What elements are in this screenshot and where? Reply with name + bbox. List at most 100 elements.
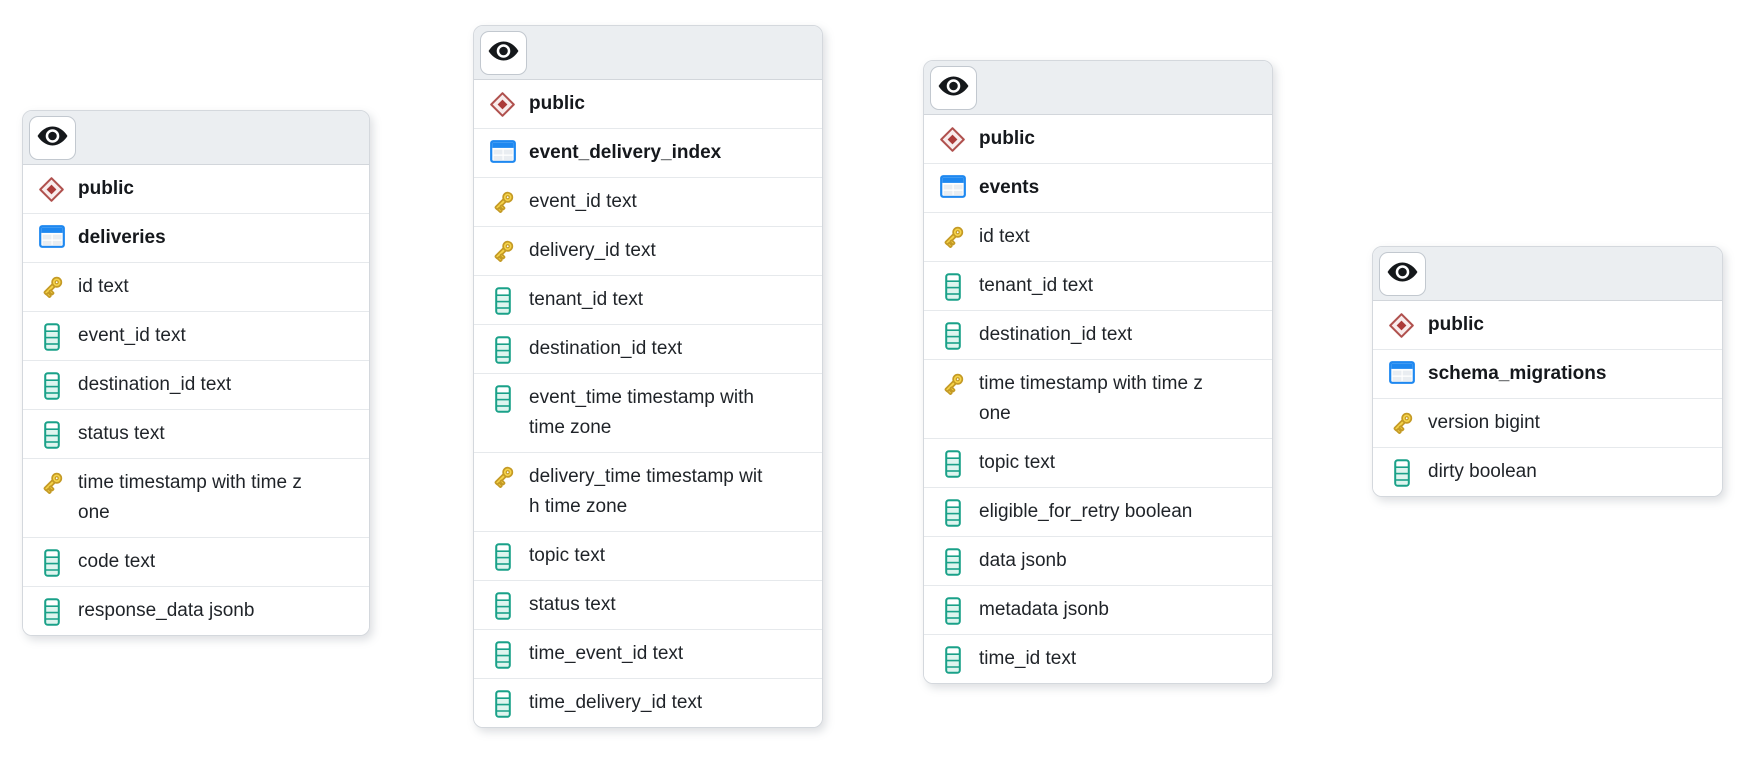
column-label: event_id text (529, 191, 637, 212)
column-row: response_data jsonb (23, 586, 369, 635)
table-name-row: event_delivery_index (474, 128, 822, 177)
column-row: destination_id text (924, 310, 1272, 359)
column-label: event_id text (78, 325, 186, 346)
column-icon (489, 641, 516, 669)
table-node-deliveries[interactable]: public deliveries (22, 110, 370, 636)
table-node-events[interactable]: public events (923, 60, 1273, 684)
column-icon (489, 336, 516, 364)
column-icon (489, 543, 516, 571)
eye-icon (937, 74, 970, 101)
column-row: delivery_time timestamp with time zone (474, 452, 822, 531)
toggle-visibility-button[interactable] (930, 65, 977, 110)
schema-diamond-icon (939, 126, 966, 153)
table-name-row: deliveries (23, 213, 369, 262)
column-label: topic text (529, 545, 606, 566)
primary-key-icon (939, 371, 966, 397)
column-row: destination_id text (474, 324, 822, 373)
table-node-schema_migrations[interactable]: public schema_migrations (1372, 246, 1723, 497)
column-icon (38, 421, 65, 449)
column-row: time timestamp with time zone (924, 359, 1272, 438)
schema-diamond-icon (489, 91, 516, 118)
column-row: id text (23, 262, 369, 311)
column-icon (939, 548, 966, 576)
column-row: event_id text (474, 177, 822, 226)
table-grid-icon (38, 225, 65, 248)
column-icon (939, 273, 966, 301)
table-node-header (474, 26, 822, 80)
column-icon (939, 450, 966, 478)
column-label: destination_id text (78, 374, 232, 395)
column-label: time timestamp with time zone (979, 373, 1203, 424)
column-label: time_id text (979, 648, 1077, 669)
column-icon (489, 690, 516, 718)
column-label: destination_id text (529, 338, 683, 359)
table-grid-icon (1388, 361, 1415, 384)
column-row: topic text (924, 438, 1272, 487)
column-icon (1388, 459, 1415, 487)
column-row: tenant_id text (474, 275, 822, 324)
schema-label: public (979, 128, 1035, 149)
column-row: dirty boolean (1373, 447, 1722, 496)
column-row: status text (23, 409, 369, 458)
column-label: delivery_id text (529, 240, 656, 261)
column-row: tenant_id text (924, 261, 1272, 310)
primary-key-icon (38, 274, 65, 300)
schema-label: public (529, 93, 585, 114)
column-row: time_id text (924, 634, 1272, 683)
table-grid-icon (939, 175, 966, 198)
column-icon (939, 597, 966, 625)
column-icon (939, 646, 966, 674)
table-name-label: deliveries (78, 227, 166, 248)
primary-key-icon (1388, 410, 1415, 436)
schema-row: public (1373, 301, 1722, 349)
column-row: eligible_for_retry boolean (924, 487, 1272, 536)
column-row: time timestamp with time zone (23, 458, 369, 537)
schema-label: public (78, 178, 134, 199)
toggle-visibility-button[interactable] (29, 115, 76, 160)
column-row: status text (474, 580, 822, 629)
toggle-visibility-button[interactable] (480, 30, 527, 75)
schema-row: public (23, 165, 369, 213)
primary-key-icon (38, 470, 65, 496)
column-row: code text (23, 537, 369, 586)
column-icon (939, 499, 966, 527)
column-label: time_delivery_id text (529, 692, 703, 713)
primary-key-icon (489, 464, 516, 490)
column-row: time_delivery_id text (474, 678, 822, 727)
column-row: id text (924, 212, 1272, 261)
table-node-header (924, 61, 1272, 115)
column-label: tenant_id text (979, 275, 1094, 296)
schema-diamond-icon (1388, 312, 1415, 339)
toggle-visibility-button[interactable] (1379, 251, 1426, 296)
table-node-header (1373, 247, 1722, 301)
column-row: time_event_id text (474, 629, 822, 678)
column-icon (489, 592, 516, 620)
column-row: metadata jsonb (924, 585, 1272, 634)
table-node-body: public deliveries (23, 165, 369, 635)
column-icon (38, 598, 65, 626)
column-icon (489, 287, 516, 315)
column-icon (38, 372, 65, 400)
column-label: time_event_id text (529, 643, 684, 664)
primary-key-icon (939, 224, 966, 250)
table-name-row: schema_migrations (1373, 349, 1722, 398)
table-node-header (23, 111, 369, 165)
column-label: id text (979, 226, 1030, 247)
column-label: dirty boolean (1428, 461, 1537, 482)
eye-icon (36, 124, 69, 151)
table-name-label: events (979, 177, 1040, 198)
column-row: destination_id text (23, 360, 369, 409)
table-name-label: schema_migrations (1428, 363, 1607, 384)
column-icon (489, 385, 516, 413)
table-name-label: event_delivery_index (529, 142, 722, 163)
table-node-event_delivery_index[interactable]: public event_delivery_index (473, 25, 823, 728)
eye-icon (1386, 260, 1419, 287)
table-node-body: public event_delivery_index (474, 80, 822, 727)
column-label: id text (78, 276, 129, 297)
column-icon (38, 323, 65, 351)
schema-label: public (1428, 314, 1484, 335)
column-label: event_time timestamp with time zone (529, 387, 754, 438)
column-label: time timestamp with time zone (78, 472, 302, 523)
column-label: tenant_id text (529, 289, 644, 310)
